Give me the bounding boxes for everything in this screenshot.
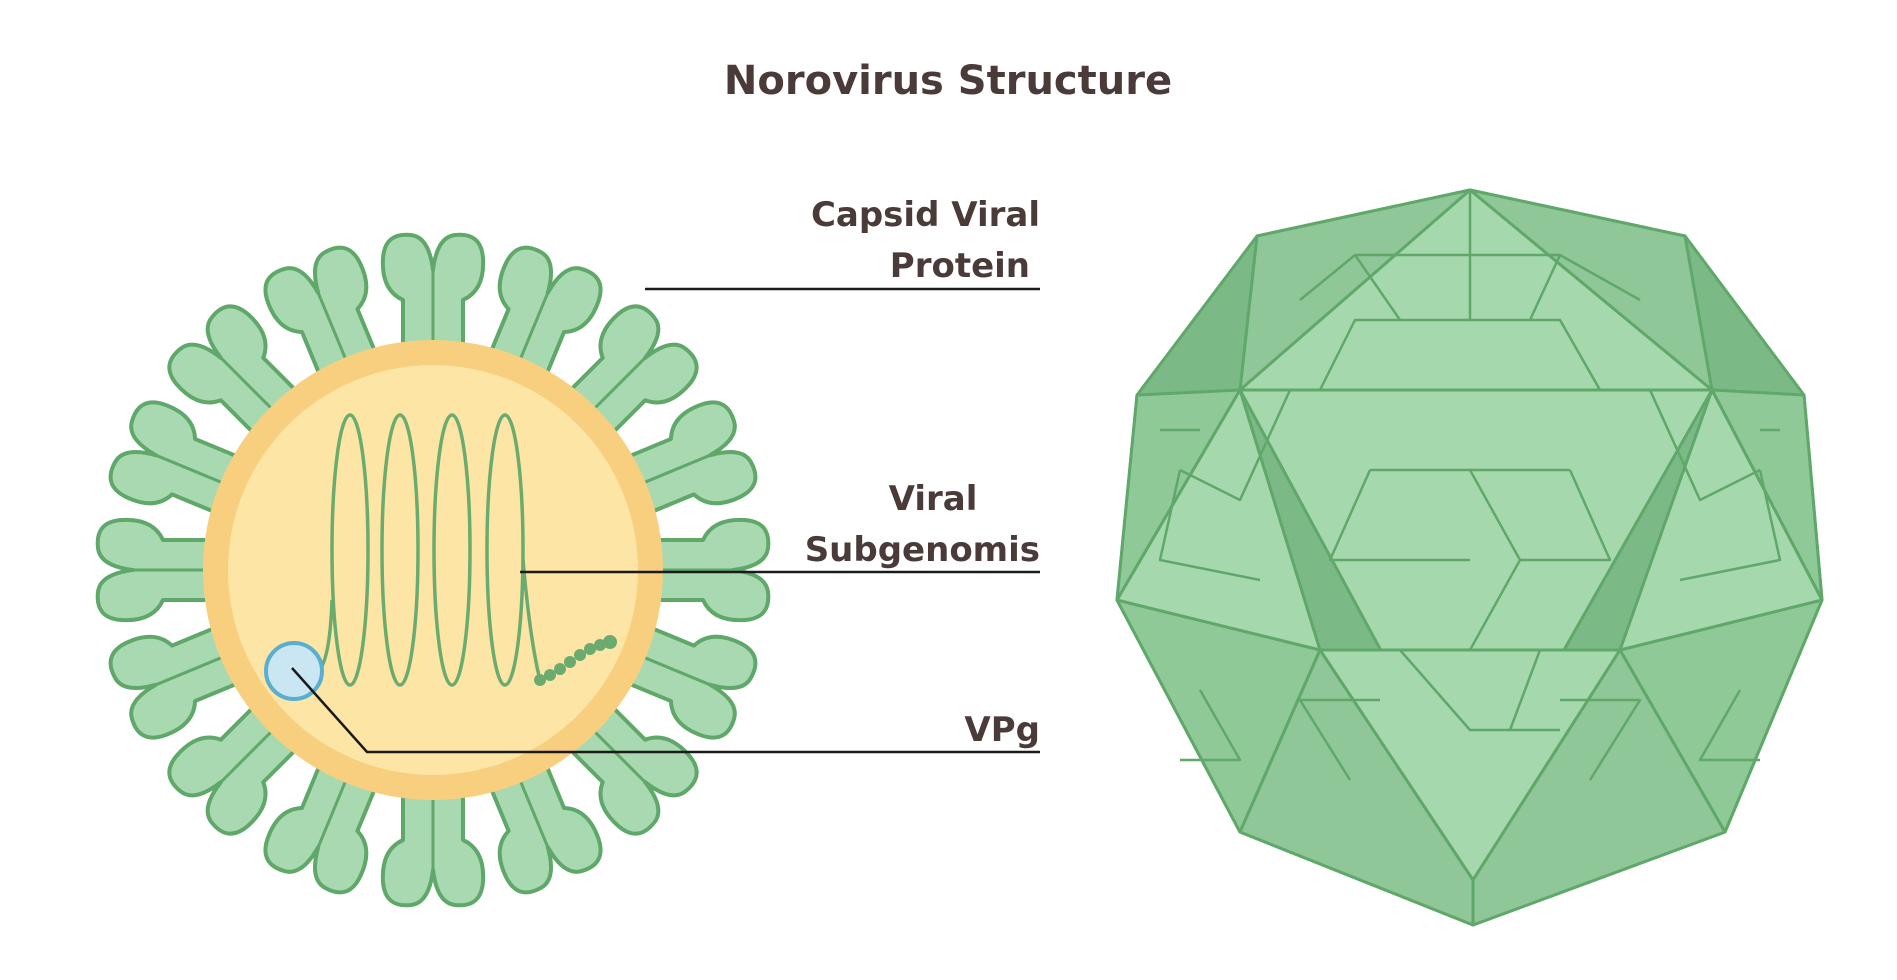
rna-bead (554, 663, 566, 675)
vpg-label: VPg (964, 710, 1040, 750)
genome-label-line1: Viral (889, 479, 978, 519)
rna-tail-beads (534, 635, 617, 686)
page-title: Norovirus Structure (724, 58, 1172, 104)
leader-lines (291, 287, 1040, 754)
genome-label-line2: Subgenomis (805, 530, 1040, 570)
capsid-label-line1: Capsid Viral (811, 195, 1040, 235)
capsid-spike (380, 783, 486, 908)
rna-bead (584, 643, 596, 655)
capsid-spike (646, 517, 771, 623)
capsid-protein-spikes (95, 232, 771, 908)
icosahedral-capsid (1115, 188, 1824, 927)
virion-cross-section (95, 232, 771, 908)
capsid-label-line2: Protein (890, 246, 1030, 286)
capsid-tile-lines (1158, 190, 1782, 781)
rna-bead (564, 656, 576, 668)
rna-bead (534, 674, 546, 686)
capsid-spike (380, 232, 486, 357)
rna-bead (574, 649, 586, 661)
vpg-leader-line (291, 667, 1040, 754)
rna-bead (544, 669, 556, 681)
capsid-spike (95, 517, 220, 623)
capsid-spike (618, 622, 758, 740)
rna-bead (603, 635, 617, 649)
capsid-face (1618, 388, 1824, 652)
capsid-face (1115, 388, 1322, 652)
capsid-face (1471, 648, 1727, 927)
capsid-spike (263, 245, 381, 385)
